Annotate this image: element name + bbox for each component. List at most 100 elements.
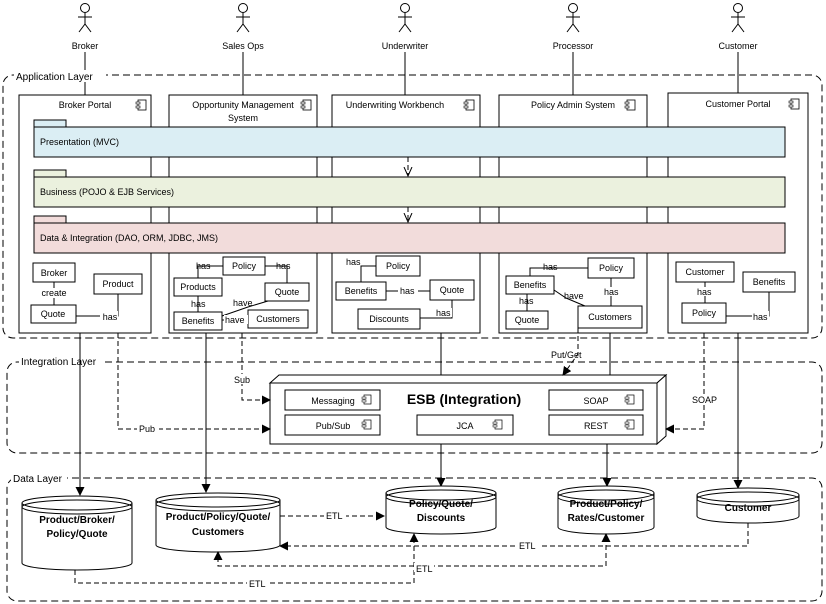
flow-label: ETL	[326, 511, 343, 521]
relation-label: has	[436, 308, 451, 318]
database-label: Product/Policy/	[570, 499, 643, 510]
flow-label: ETL	[416, 564, 433, 574]
flow-label: Sub	[234, 375, 250, 385]
component-icon	[624, 394, 635, 405]
etl-flow-to-db2	[213, 551, 414, 567]
database-label: Policy/Quote	[46, 529, 108, 540]
esb-module-label: REST	[584, 421, 609, 431]
component-icon	[463, 99, 475, 111]
flow-soap	[665, 333, 705, 434]
flow-label: SOAP	[692, 395, 717, 405]
database-customer: Customer	[696, 487, 800, 524]
data-layer-label: Data Layer	[13, 474, 63, 485]
database-policy-quote-discounts: Policy/Quote/ Discounts	[385, 485, 497, 535]
entity-label: Benefits	[182, 316, 215, 326]
actor-processor: Processor	[553, 3, 594, 51]
system-title: System	[228, 113, 258, 123]
relation-label: has	[103, 312, 118, 322]
database-label: Policy/Quote/	[409, 499, 473, 510]
database-product-broker-policy-quote: Product/Broker/ Policy/Quote	[21, 495, 133, 571]
entity-label: Quote	[440, 285, 465, 295]
relation-label: has	[519, 296, 534, 306]
entity-policy	[681, 302, 727, 324]
component-icon	[624, 419, 635, 430]
database-label: Customers	[192, 527, 245, 538]
tier-label: Presentation (MVC)	[40, 137, 119, 147]
entity-discounts	[357, 308, 421, 330]
flow-label: Pub	[139, 424, 155, 434]
esb-module-label: Pub/Sub	[316, 421, 351, 431]
component-icon	[788, 98, 800, 110]
relation-label: have	[225, 315, 245, 325]
component-icon	[361, 394, 372, 405]
flow-label: ETL	[249, 579, 266, 589]
component-icon	[300, 99, 312, 111]
etl-flow-to-db4	[414, 533, 611, 567]
entity-label: Policy	[232, 261, 257, 271]
esb-module-label: SOAP	[583, 396, 608, 406]
database-label: Product/Policy/Quote/	[166, 512, 271, 523]
database-label: Discounts	[417, 513, 466, 524]
database-label: Customer	[725, 503, 772, 514]
relation-label: has	[191, 299, 206, 309]
stick-figure-icon	[78, 3, 92, 33]
esb-module-label: JCA	[456, 421, 473, 431]
etl-flow-db1-merge	[74, 533, 419, 584]
entity-label: Benefits	[514, 280, 547, 290]
system-title: Opportunity Management	[192, 100, 294, 110]
esb-title: ESB (Integration)	[407, 391, 521, 407]
relation-label: has	[276, 261, 291, 271]
tier-label: Business (POJO & EJB Services)	[40, 187, 174, 197]
component-icon	[624, 99, 636, 111]
system-title: Customer Portal	[705, 99, 770, 109]
application-layer-boundary	[2, 74, 823, 339]
etl-flow-customer-db2	[279, 523, 749, 551]
entity-label: Quote	[275, 287, 300, 297]
entity-label: Customer	[685, 267, 724, 277]
flow-sub	[241, 333, 271, 405]
entity-label: Customers	[588, 312, 632, 322]
system-title: Broker Portal	[59, 100, 112, 110]
relation-label: create	[41, 288, 66, 298]
entity-label: Quote	[515, 315, 540, 325]
flow-label: ETL	[519, 541, 536, 551]
relation-label: have	[564, 291, 584, 301]
flow-put-get	[562, 328, 579, 376]
flow-label: Put/Get	[551, 350, 582, 360]
data-layer-boundary	[6, 477, 823, 602]
entity-label: Customers	[256, 314, 300, 324]
system-title: Policy Admin System	[531, 100, 615, 110]
component-icon	[492, 419, 503, 430]
actor-broker: Broker	[72, 3, 98, 51]
entity-label: Policy	[599, 263, 624, 273]
tier-business: Business (POJO & EJB Services)	[33, 169, 786, 208]
component-icon	[135, 99, 147, 111]
entity-label: Policy	[386, 261, 411, 271]
esb-jca: JCA	[416, 414, 514, 436]
esb-module-label: Messaging	[311, 396, 355, 406]
entity-label: Policy	[692, 308, 717, 318]
stick-figure-icon	[731, 3, 745, 33]
relation-label: has	[543, 262, 558, 272]
flow-pub	[117, 333, 271, 434]
actor-customer: Customer	[718, 3, 758, 51]
relation-label: has	[697, 287, 712, 297]
database-product-policy-quote-customers: Product/Policy/Quote/ Customers	[155, 492, 281, 553]
esb-messaging: Messaging	[284, 389, 381, 411]
actor-label: Processor	[553, 41, 594, 51]
database-product-policy-rates-customer: Product/Policy/ Rates/Customer	[557, 485, 655, 535]
application-layer-label: Application Layer	[16, 72, 93, 83]
entity-label: Discounts	[369, 314, 409, 324]
tier-label: Data & Integration (DAO, ORM, JDBC, JMS)	[40, 233, 218, 243]
database-label: Product/Broker/	[39, 515, 115, 526]
actor-label: Customer	[718, 41, 757, 51]
relation-label: has	[346, 257, 361, 267]
esb-pubsub: Pub/Sub	[284, 414, 381, 436]
entity-label: Benefits	[345, 286, 378, 296]
entity-label: Broker	[41, 268, 68, 278]
esb-soap: SOAP	[548, 389, 644, 411]
entity-label: Benefits	[753, 277, 786, 287]
entity-label: Products	[180, 282, 216, 292]
relation-label: has	[604, 287, 619, 297]
